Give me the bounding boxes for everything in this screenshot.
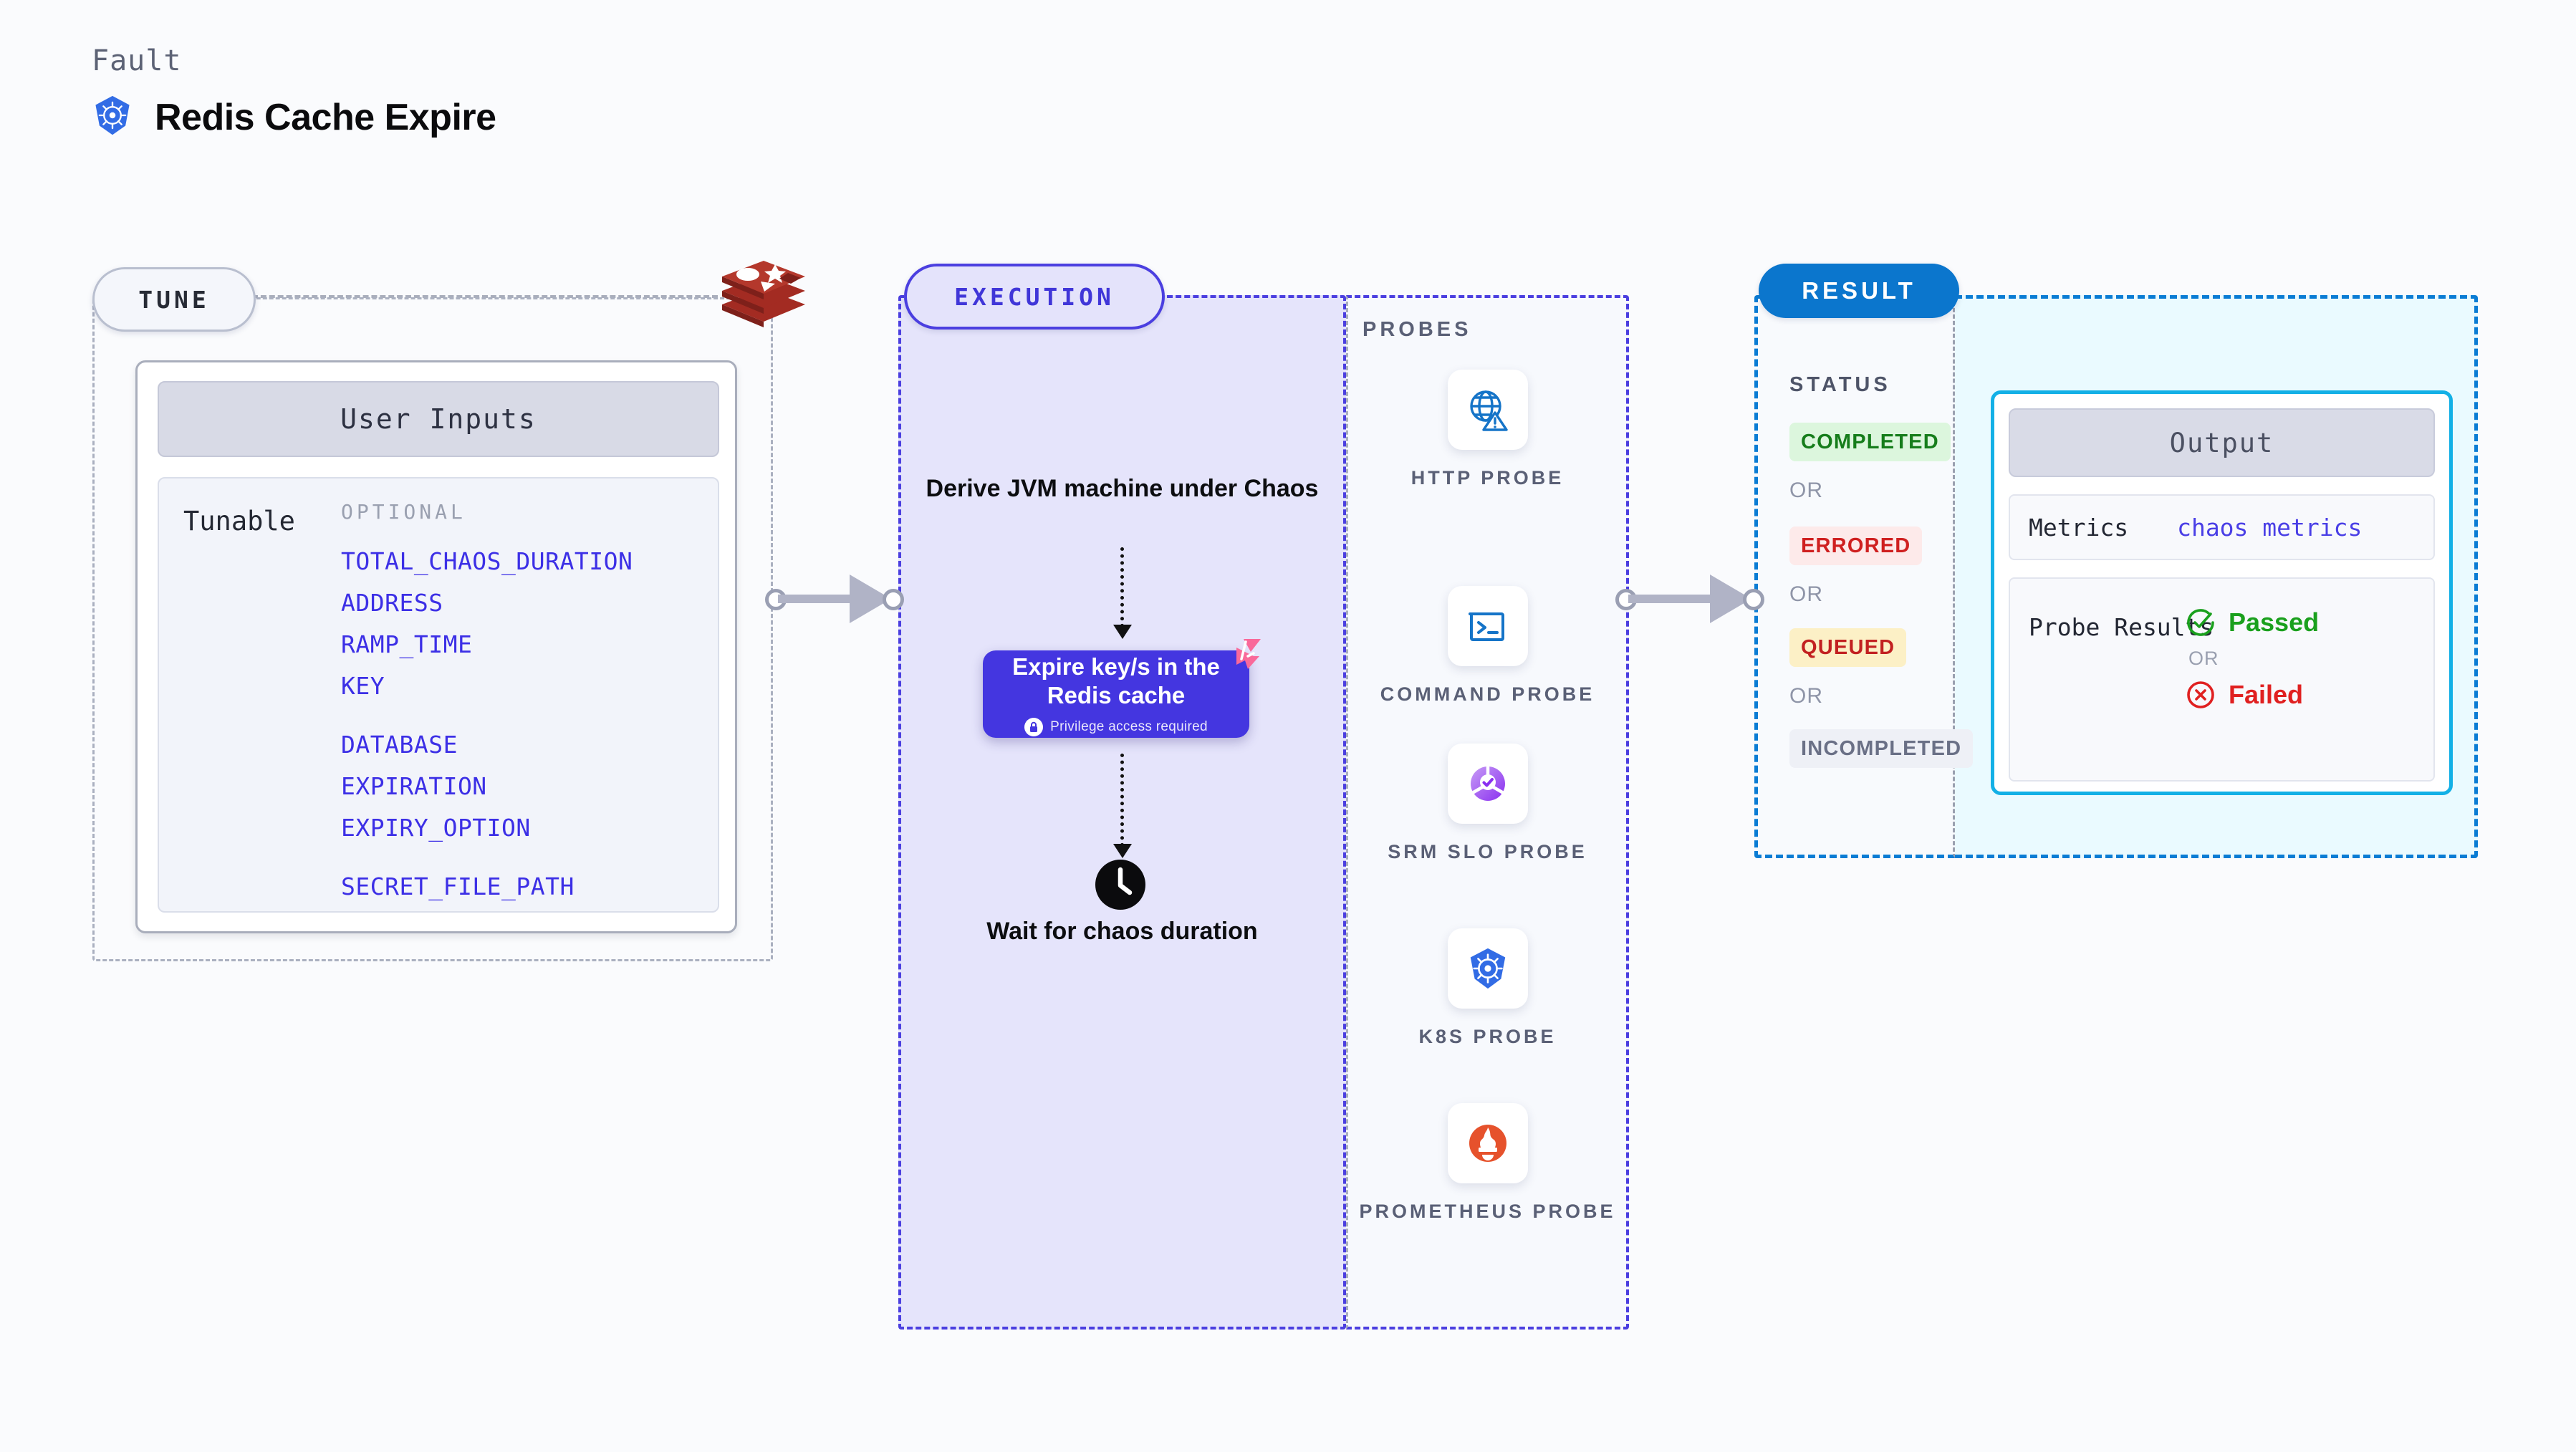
page-title: Redis Cache Expire bbox=[155, 96, 496, 138]
globe-warning-icon bbox=[1447, 370, 1528, 450]
tunable-label: Tunable bbox=[183, 506, 295, 537]
tunable-item[interactable]: TOTAL_CHAOS_DURATION bbox=[341, 547, 633, 575]
probe-item[interactable]: K8S PROBE bbox=[1346, 928, 1629, 1049]
tune-badge: TUNE bbox=[92, 267, 256, 332]
execution-to-result-arrow bbox=[1615, 570, 1773, 628]
execution-action-card[interactable]: Expire key/s in the Redis cache Privileg… bbox=[983, 639, 1261, 738]
probe-label: SRM SLO PROBE bbox=[1388, 841, 1587, 862]
privilege-note: Privilege access required bbox=[1050, 718, 1208, 734]
kubernetes-helm-icon bbox=[1447, 928, 1528, 1009]
probe-results-key: Probe Results bbox=[2029, 613, 2214, 641]
status-or: OR bbox=[1789, 684, 1823, 708]
kubernetes-helm-icon bbox=[92, 95, 133, 140]
optional-label: OPTIONAL bbox=[341, 500, 466, 524]
tunable-item[interactable]: SECRET_FILE_PATH bbox=[341, 872, 575, 900]
tunable-item[interactable]: KEY bbox=[341, 672, 385, 700]
probe-item[interactable]: COMMAND PROBE bbox=[1346, 586, 1629, 706]
page-header: Fault Redis Cache Expire bbox=[92, 44, 496, 140]
metrics-key: Metrics bbox=[2029, 513, 2129, 542]
probe-label: K8S PROBE bbox=[1418, 1026, 1557, 1047]
probe-item[interactable]: HTTP PROBE bbox=[1346, 370, 1629, 490]
metrics-row: Metrics chaos metrics bbox=[2009, 494, 2435, 560]
tunable-item[interactable]: EXPIRATION bbox=[341, 772, 487, 800]
status-badge-incompleted: INCOMPLETED bbox=[1789, 729, 1974, 768]
tune-to-execution-arrow bbox=[765, 570, 908, 628]
probe-item[interactable]: SRM SLO PROBE bbox=[1346, 744, 1629, 864]
action-card-title: Expire key/s in the Redis cache bbox=[1012, 653, 1220, 708]
terminal-prompt-icon bbox=[1447, 586, 1528, 666]
failed-label: Failed bbox=[2229, 680, 2304, 709]
passed-label: Passed bbox=[2229, 607, 2320, 637]
tune-redis-connector bbox=[252, 295, 718, 298]
tunable-item[interactable]: RAMP_TIME bbox=[341, 630, 473, 658]
metrics-value[interactable]: chaos metrics bbox=[2177, 513, 2363, 542]
flow-arrowhead-2 bbox=[1113, 844, 1132, 858]
lock-icon bbox=[1024, 717, 1044, 736]
status-or: OR bbox=[1789, 479, 1823, 502]
redis-logo bbox=[716, 253, 811, 332]
flow-arrowhead-1 bbox=[1113, 625, 1132, 639]
status-badge-completed: COMPLETED bbox=[1789, 423, 1951, 461]
execution-step-derive: Derive JVM machine under Chaos bbox=[926, 475, 1319, 502]
execution-badge: EXECUTION bbox=[904, 264, 1165, 330]
probe-results-row: Probe Results Passed OR bbox=[2009, 577, 2435, 782]
check-circle-icon bbox=[2186, 607, 2216, 638]
probe-label: HTTP PROBE bbox=[1410, 467, 1565, 489]
probe-result-failed: Failed bbox=[2186, 680, 2319, 710]
output-card: Output Metrics chaos metrics Probe Resul… bbox=[1991, 390, 2453, 795]
probe-label: PROMETHEUS PROBE bbox=[1359, 1201, 1616, 1222]
user-inputs-header: User Inputs bbox=[158, 381, 719, 457]
clock-icon bbox=[1094, 858, 1147, 911]
prometheus-torch-icon bbox=[1447, 1103, 1528, 1183]
user-inputs-card: User Inputs Tunable OPTIONAL TOTAL_CHAOS… bbox=[135, 360, 737, 933]
status-badge-queued: QUEUED bbox=[1789, 628, 1907, 667]
flow-connector-2 bbox=[1120, 754, 1124, 847]
result-badge: RESULT bbox=[1759, 264, 1959, 318]
tunable-item[interactable]: DATABASE bbox=[341, 731, 458, 759]
tunable-item[interactable]: ADDRESS bbox=[341, 589, 443, 617]
status-label: STATUS bbox=[1789, 373, 1891, 396]
flow-connector-1 bbox=[1120, 547, 1124, 628]
tunable-panel: Tunable OPTIONAL TOTAL_CHAOS_DURATION AD… bbox=[158, 477, 719, 913]
status-or: OR bbox=[1789, 582, 1823, 606]
harness-logo-icon bbox=[1222, 635, 1265, 678]
x-circle-icon bbox=[2186, 680, 2216, 710]
probes-label: PROBES bbox=[1363, 318, 1472, 341]
page-kicker: Fault bbox=[92, 44, 182, 77]
status-badge-errored: ERRORED bbox=[1789, 527, 1923, 565]
execution-step-wait: Wait for chaos duration bbox=[986, 918, 1258, 945]
probe-item[interactable]: PROMETHEUS PROBE bbox=[1346, 1103, 1629, 1223]
probe-label: COMMAND PROBE bbox=[1380, 683, 1595, 705]
probe-result-passed: Passed bbox=[2186, 607, 2319, 638]
slo-donut-check-icon bbox=[1447, 744, 1528, 824]
tunable-item[interactable]: EXPIRY_OPTION bbox=[341, 814, 531, 842]
tunable-list: OPTIONAL TOTAL_CHAOS_DURATION ADDRESS RA… bbox=[341, 500, 633, 908]
tune-panel bbox=[92, 297, 773, 961]
output-header: Output bbox=[2009, 408, 2435, 477]
probe-result-or: OR bbox=[2188, 648, 2219, 669]
